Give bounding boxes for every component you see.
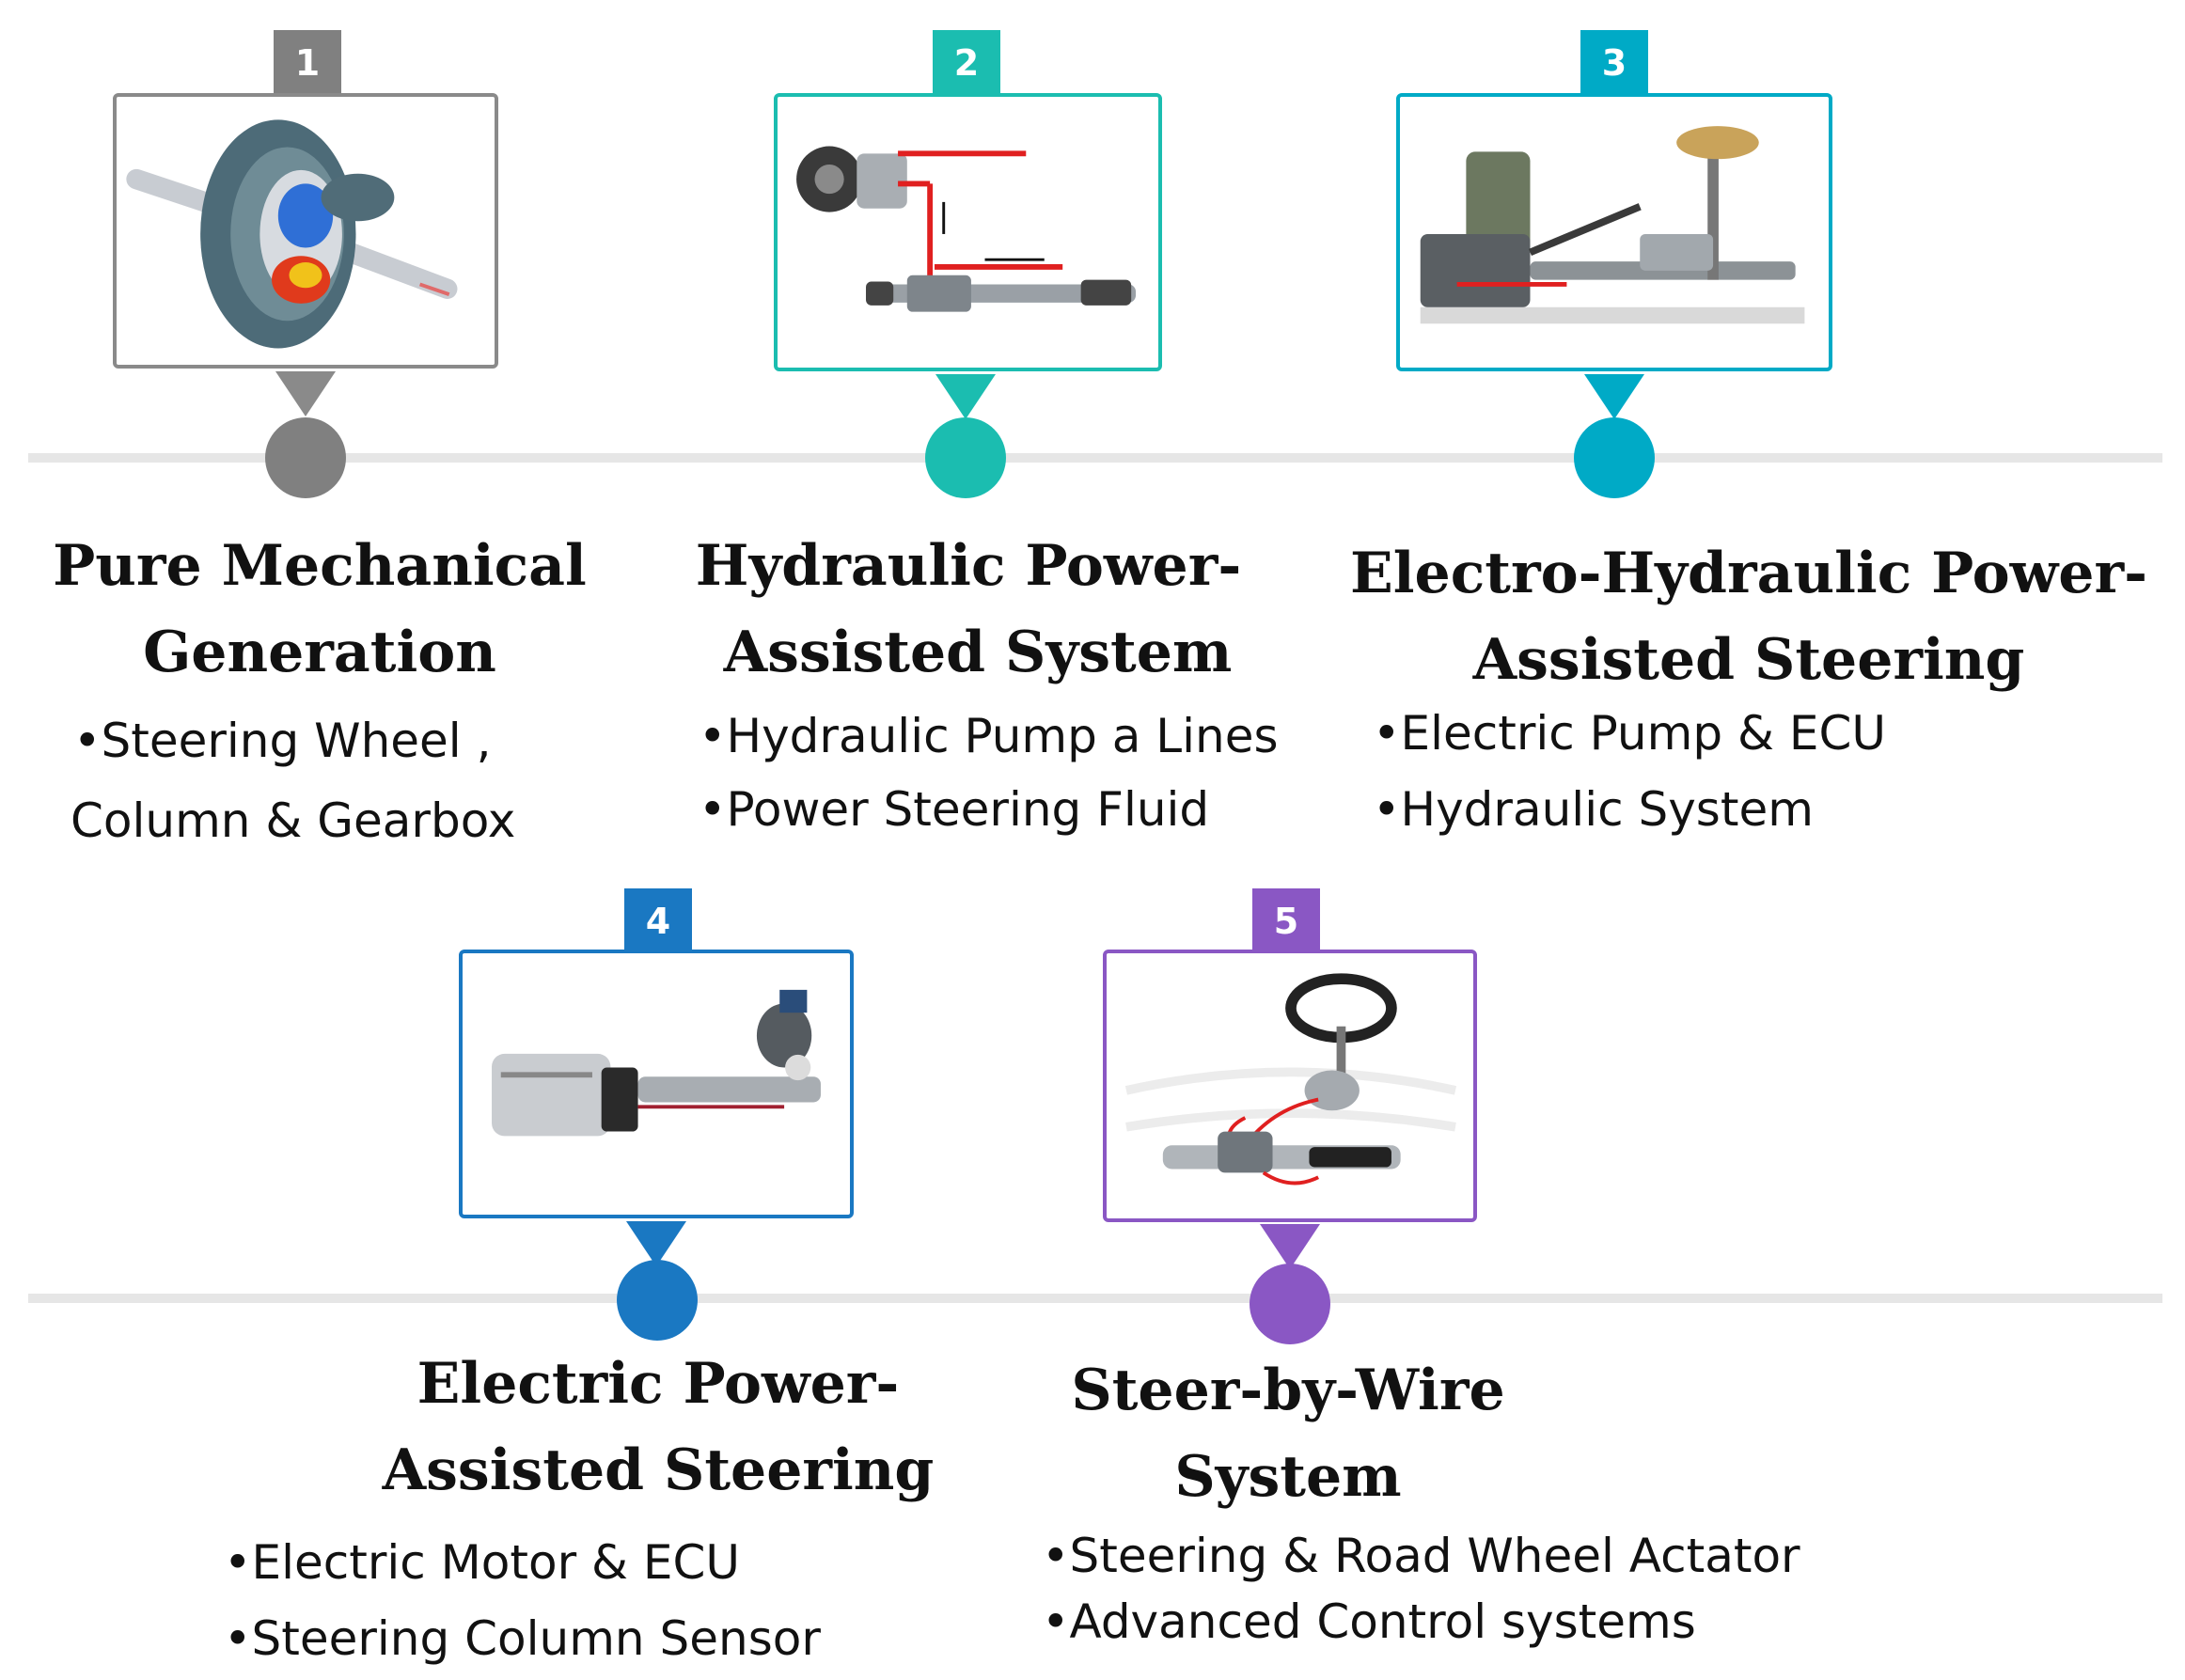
stage-bullet-2: •Power Steering Fluid: [699, 782, 1210, 837]
differential-gear-icon: [126, 119, 458, 349]
steer-by-wire-icon: [1124, 973, 1457, 1185]
electric-steering-rack-icon: [492, 989, 821, 1137]
stage-image-frame: [1396, 93, 1832, 371]
stage-image-frame: [459, 950, 854, 1218]
electro-hydraulic-rig-icon: [1420, 126, 1805, 324]
stage-bullet-2: •Advanced Control systems: [1042, 1594, 1696, 1649]
stage-title-line1: Hydraulic Power-: [695, 533, 1242, 599]
stage-title-line1: Electro-Hydraulic Power-: [1350, 541, 2147, 606]
timeline-node: [265, 417, 346, 498]
timeline-node: [617, 1260, 698, 1341]
stage-bullet-1: •Steering & Road Wheel Actator: [1042, 1529, 1800, 1583]
stage-title-line2: Assisted System: [723, 620, 1233, 685]
stage-title-line2: Assisted Steering: [382, 1437, 935, 1503]
stage-bullet-2: •Hydraulic System: [1373, 782, 1814, 837]
stage-number-badge: 4: [624, 888, 692, 954]
stage-bullet-2: •Steering Column Sensor: [224, 1611, 821, 1666]
stage-number-badge: 2: [933, 30, 1000, 96]
stage-image-frame: [113, 93, 498, 369]
stage-bullet-2: Column & Gearbox: [71, 793, 516, 848]
stage-pointer: [275, 371, 336, 416]
stage-image-frame: [774, 93, 1162, 371]
timeline-line-top: [28, 453, 2162, 463]
stage-bullet-1: •Electric Pump & ECU: [1373, 706, 1886, 761]
stage-pointer: [626, 1221, 686, 1266]
timeline-line-bottom: [28, 1294, 2162, 1303]
timeline-node: [1250, 1264, 1330, 1344]
timeline-node: [925, 417, 1006, 498]
stage-number-badge: 5: [1252, 888, 1320, 954]
stage-title-line1: Steer-by-Wire: [1071, 1358, 1505, 1423]
stage-title-line1: Pure Mechanical: [53, 533, 587, 599]
stage-bullet-1: •Hydraulic Pump a Lines: [699, 709, 1279, 763]
stage-image-frame: [1103, 950, 1477, 1222]
stage-number-badge: 3: [1580, 30, 1648, 96]
stage-number-badge: 1: [274, 30, 341, 96]
stage-bullet-1: •Steering Wheel ,: [73, 714, 492, 768]
stage-bullet-1: •Electric Motor & ECU: [224, 1535, 741, 1590]
stage-title-line1: Electric Power-: [417, 1351, 900, 1417]
stage-pointer: [935, 374, 996, 419]
stage-title-line2: Assisted Steering: [1472, 627, 2025, 693]
stage-title-line2: System: [1174, 1444, 1402, 1510]
hydraulic-pump-rack-icon: [796, 146, 1137, 312]
stage-title-line2: Generation: [143, 620, 496, 685]
stage-pointer: [1260, 1224, 1320, 1269]
stage-pointer: [1584, 374, 1644, 419]
timeline-node: [1574, 417, 1655, 498]
